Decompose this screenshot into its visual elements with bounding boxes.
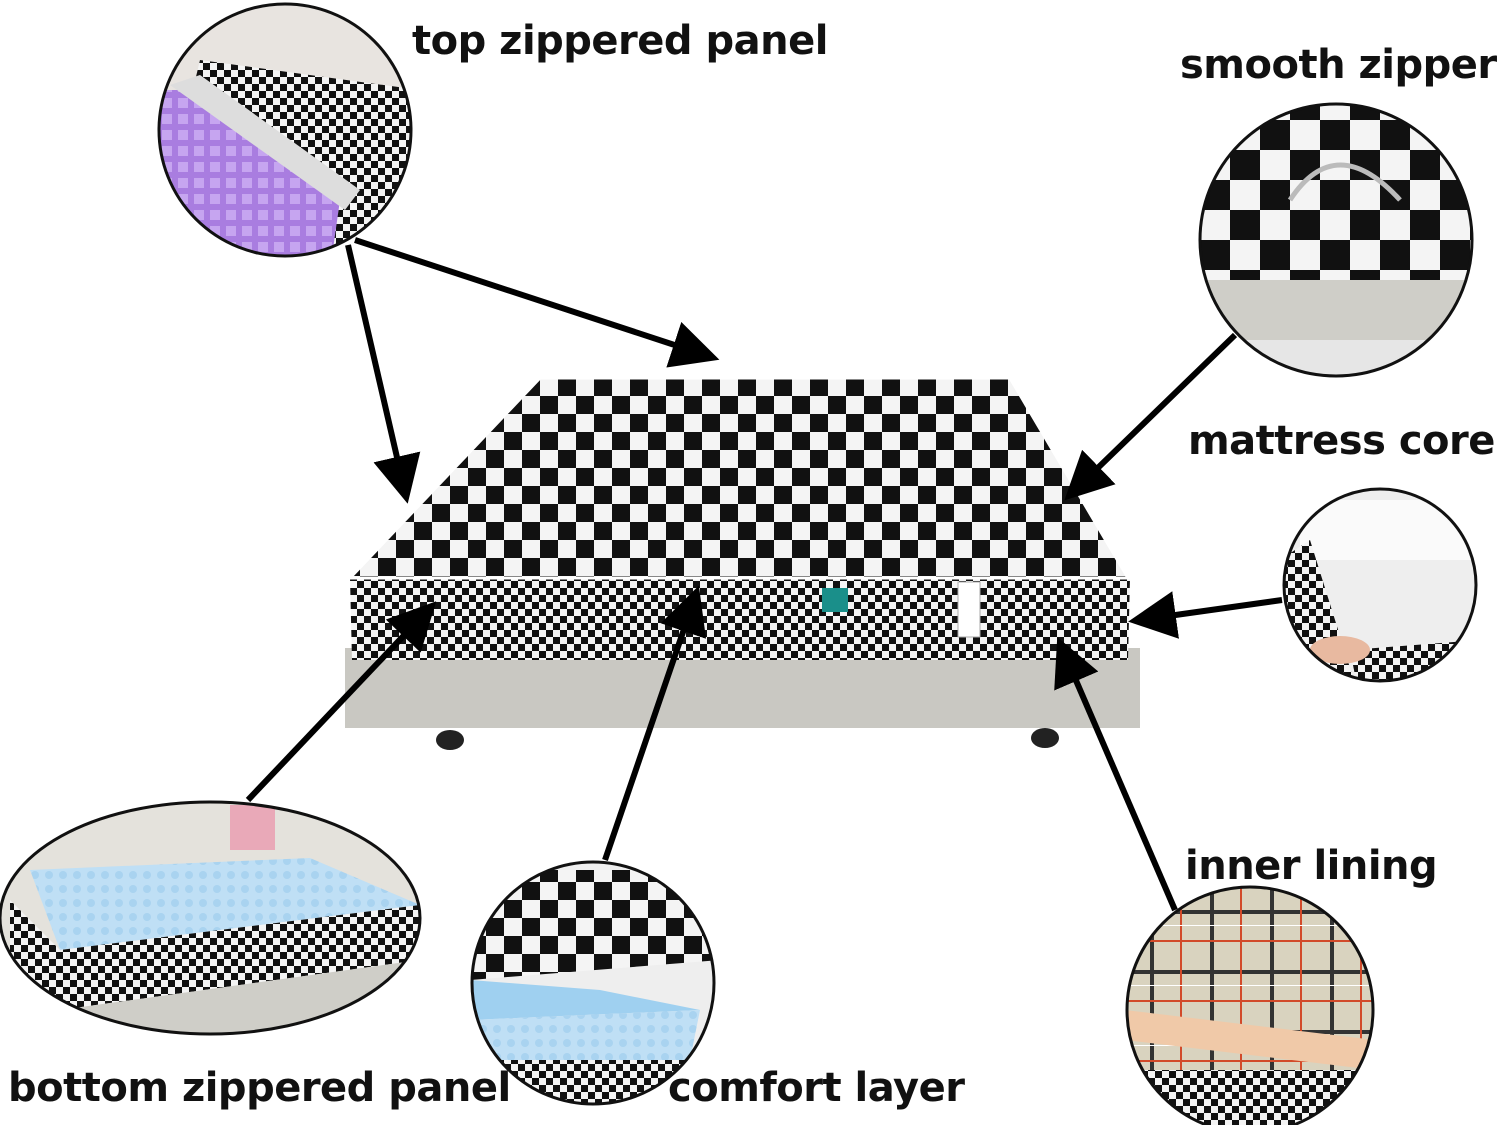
label-comfort-layer: comfort layer <box>668 1065 965 1111</box>
mattress-main <box>345 376 1140 750</box>
callout-arrows <box>245 237 1283 912</box>
arrow-comfort-layer <box>602 585 707 861</box>
label-top-zippered-panel: top zippered panel <box>412 18 828 64</box>
detail-mattress-core <box>1282 487 1478 683</box>
brand-tag <box>822 588 848 612</box>
detail-smooth-zipper <box>1198 102 1474 378</box>
arrow-mattress-core <box>1128 591 1283 639</box>
arrow-top-panel-side <box>345 244 421 504</box>
detail-bottom-zippered-panel <box>0 800 422 1036</box>
arrow-inner-lining <box>1054 636 1178 912</box>
wheel-icon <box>436 730 464 750</box>
detail-comfort-layer <box>470 860 716 1106</box>
arrow-top-panel-top <box>354 237 720 368</box>
label-mattress-core: mattress core <box>1188 418 1495 464</box>
arrow-smooth-zipper <box>1064 332 1238 501</box>
arrow-bottom-panel <box>245 601 437 803</box>
bed-base <box>345 648 1140 750</box>
label-smooth-zipper: smooth zipper <box>1180 42 1497 88</box>
label-inner-lining: inner lining <box>1185 843 1438 889</box>
detail-top-zippered-panel <box>157 2 413 258</box>
label-bottom-zippered-panel: bottom zippered panel <box>8 1065 511 1111</box>
care-tag <box>957 581 981 638</box>
mattress-side <box>350 578 1130 660</box>
detail-inner-lining <box>1125 885 1375 1125</box>
wheel-icon <box>1031 728 1059 748</box>
mattress-top <box>346 376 1131 580</box>
